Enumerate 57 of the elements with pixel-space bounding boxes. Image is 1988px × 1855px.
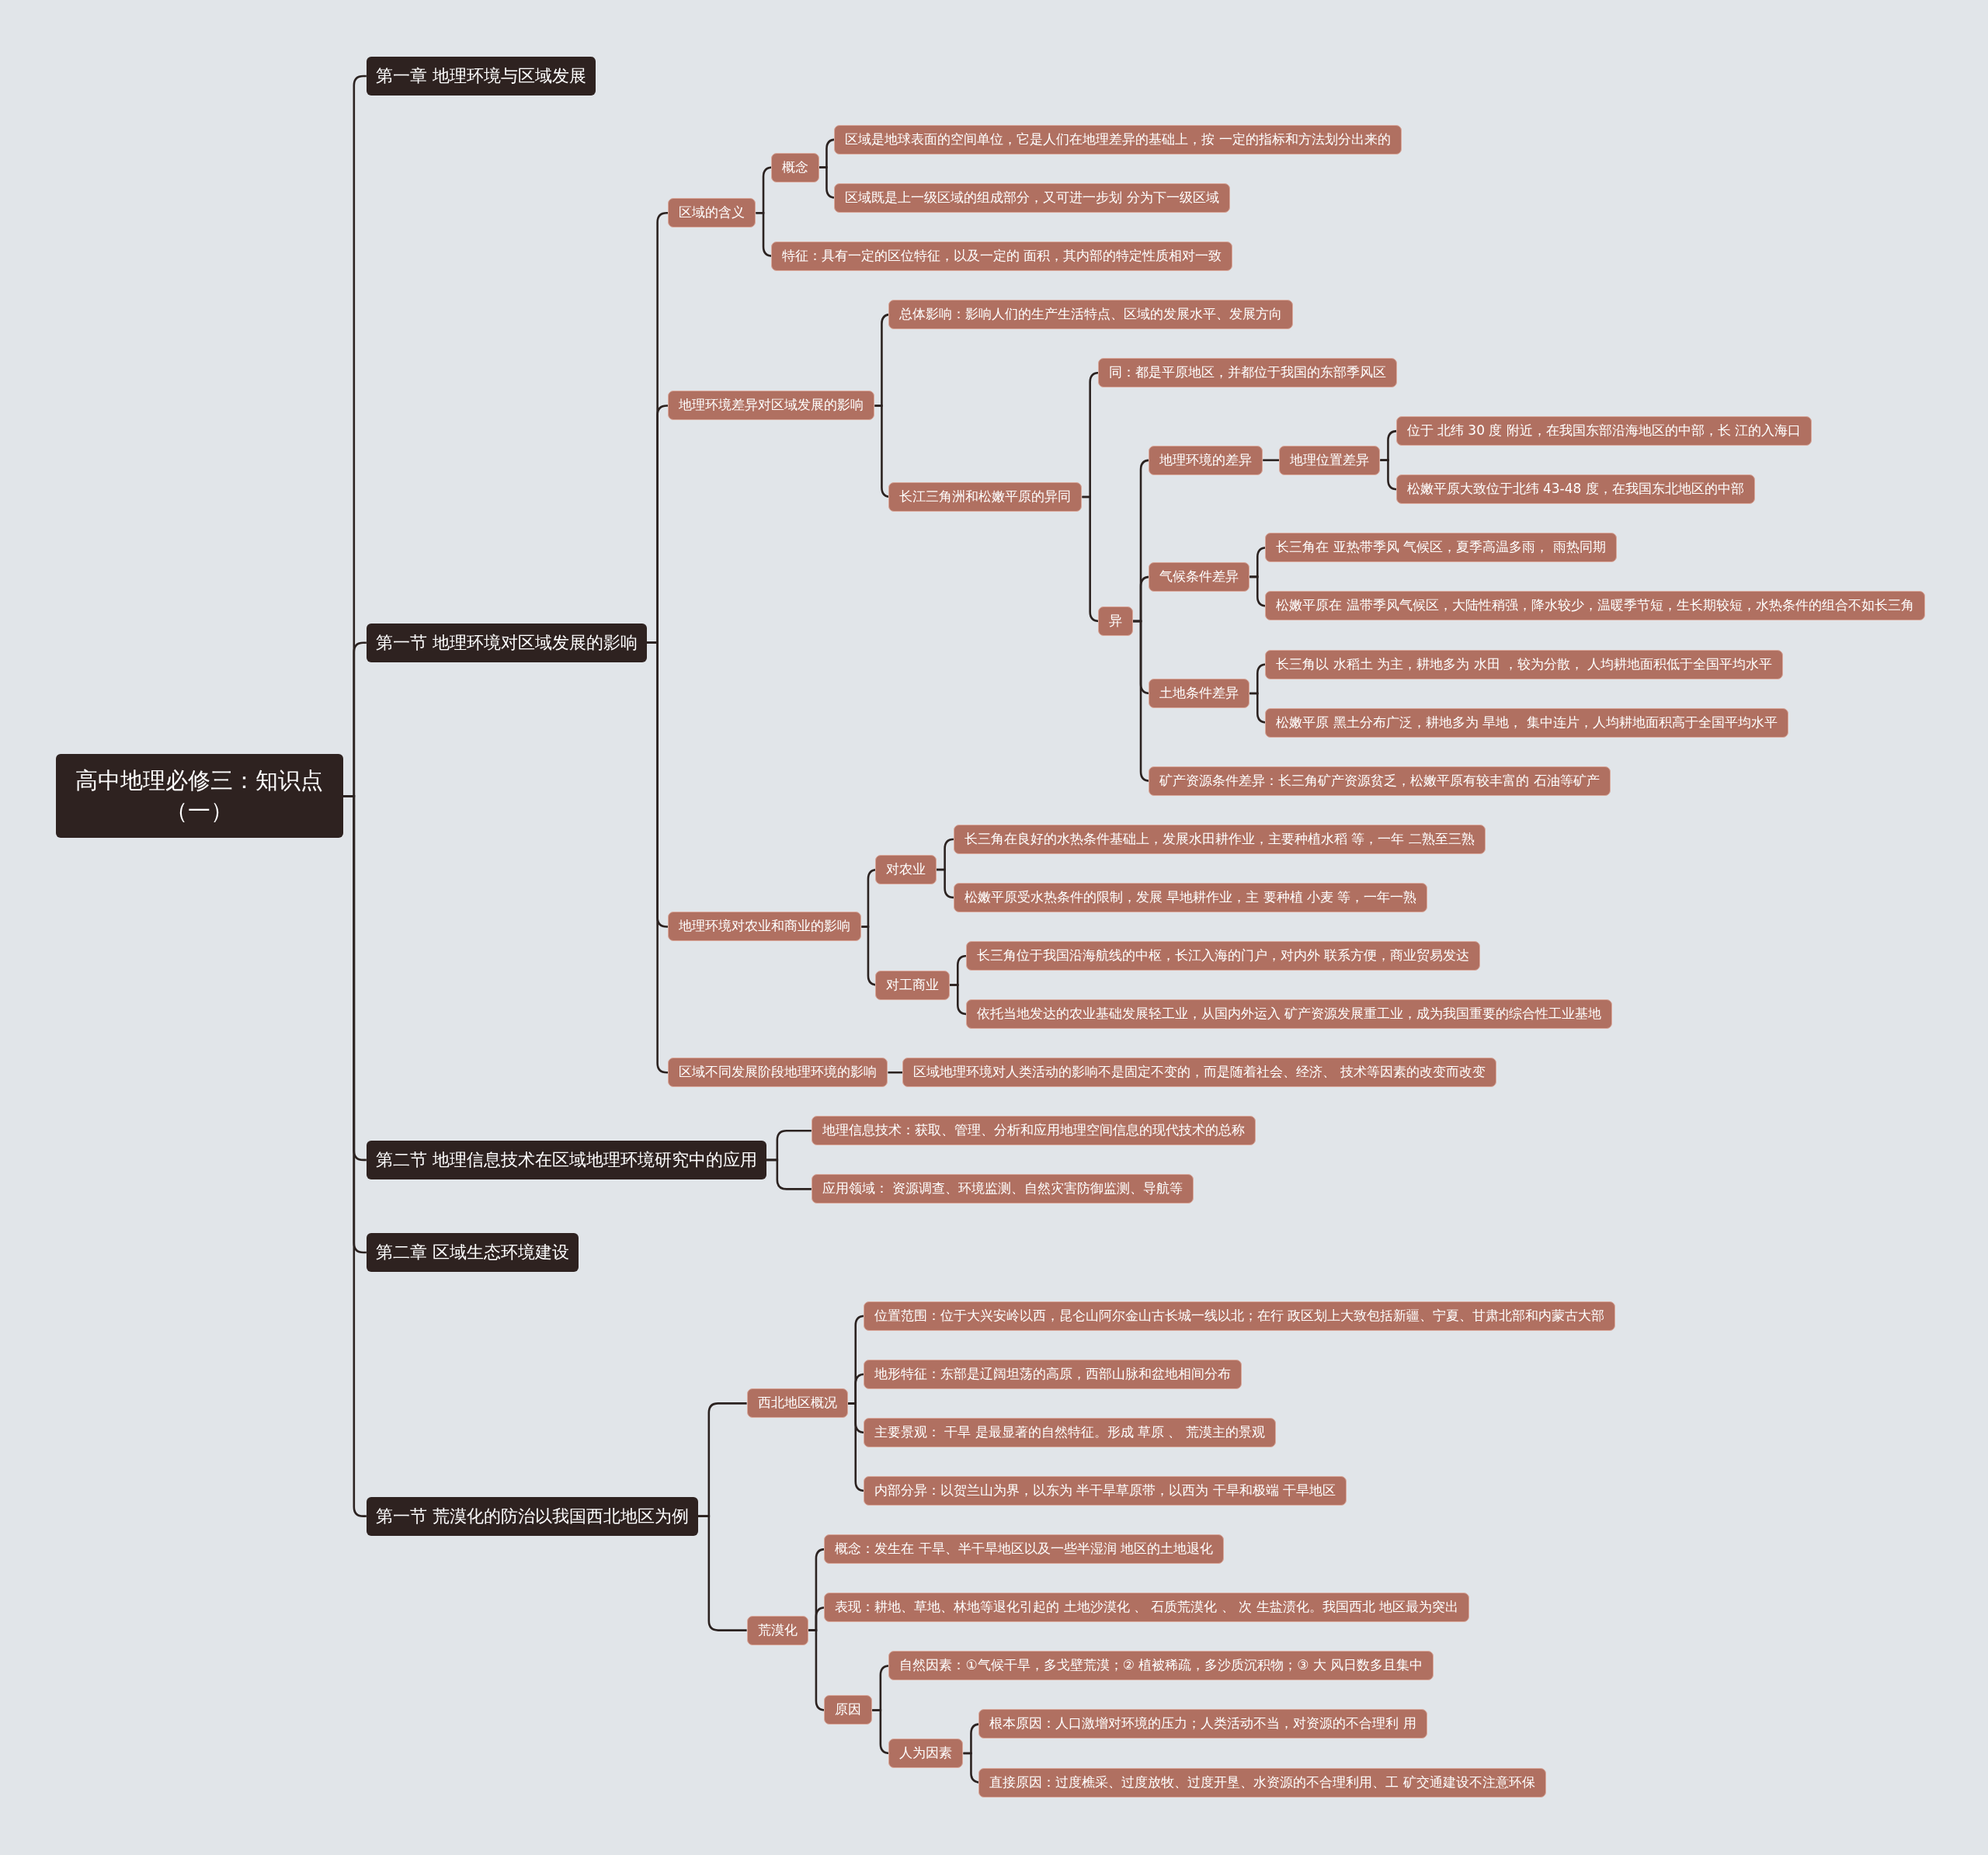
subtopic-box: 表现：耕地、草地、林地等退化引起的 土地沙漠化 、 石质荒漠化 、 次 生盐渍化。我国西北 地区最为突出 bbox=[824, 1593, 1470, 1623]
subtopic-box: 总体影响：影响人们的生产生活特点、区域的发展水平、发展方向 bbox=[888, 299, 1294, 329]
subtopic-box: 概念：发生在 干旱、半干旱地区以及一些半湿润 地区的土地退化 bbox=[824, 1534, 1225, 1565]
subtopic-box: 对工商业 bbox=[874, 970, 950, 1000]
topic-box: 第一章 地理环境与区域发展 bbox=[366, 56, 596, 96]
subtopic-box: 直接原因：过度樵采、过度放牧、过度开垦、水资源的不合理利用、工 矿交通建设不注意环保 bbox=[978, 1767, 1546, 1798]
subtopic-box: 矿产资源条件差异：长三角矿产资源贫乏，松嫩平原有较丰富的 石油等矿产 bbox=[1149, 766, 1611, 796]
subtopic-box: 松嫩平原 黑土分布广泛，耕地多为 旱地， 集中连片，人均耕地面积高于全国平均水平 bbox=[1265, 707, 1788, 738]
root-topic-box: 高中地理必修三：知识点（一） bbox=[55, 754, 343, 839]
topic-box: 第一节 荒漠化的防治以我国西北地区为例 bbox=[366, 1496, 698, 1536]
topic-box: 第二节 地理信息技术在区域地理环境研究中的应用 bbox=[366, 1140, 766, 1179]
connector-line bbox=[936, 868, 955, 899]
subtopic-box: 土地条件差异 bbox=[1149, 679, 1250, 709]
subtopic-box: 特征：具有一定的区位特征，以及一定的 面积，其内部的特定性质相对一致 bbox=[770, 241, 1233, 271]
subtopic-box: 松嫩平原在 温带季风气候区，大陆性稍强，降水较少，温暖季节短，生长期较短，水热条件的组合不如长三角 bbox=[1265, 591, 1925, 621]
connector-line bbox=[697, 1515, 747, 1631]
subtopic-box: 地理信息技术：获取、管理、分析和应用地理空间信息的现代技术的总称 bbox=[811, 1116, 1256, 1146]
subtopic-box: 原因 bbox=[824, 1695, 873, 1725]
connector-line bbox=[646, 641, 669, 1074]
subtopic-box: 区域既是上一级区域的组成部分，又可进一步划 分为下一级区域 bbox=[834, 182, 1230, 213]
connector-line bbox=[1263, 459, 1280, 461]
subtopic-box: 对农业 bbox=[874, 855, 937, 884]
subtopic-box: 根本原因：人口激增对环境的压力；人类活动不当，对资源的不合理利 用 bbox=[978, 1709, 1427, 1739]
subtopic-box: 地理环境对农业和商业的影响 bbox=[668, 912, 862, 942]
subtopic-box: 内部分异：以贺兰山为界，以东为 半干旱草原带，以西为 干旱和极端 干旱地区 bbox=[863, 1476, 1347, 1506]
subtopic-box: 区域是地球表面的空间单位，它是人们在地理差异的基础上，按 一定的指标和方法划分出来的 bbox=[834, 124, 1402, 155]
subtopic-box: 人为因素 bbox=[888, 1738, 964, 1768]
subtopic-box: 长三角以 水稻土 为主，耕地多为 水田 ，较为分散， 人均耕地面积低于全国平均水平 bbox=[1265, 649, 1784, 679]
subtopic-box: 自然因素：①气候干旱，多戈壁荒漠；② 植被稀疏，多沙质沉积物；③ 大 风日数多且集中 bbox=[888, 1651, 1434, 1681]
subtopic-box: 地理位置差异 bbox=[1279, 445, 1381, 475]
topic-box: 第二章 区域生态环境建设 bbox=[366, 1233, 579, 1273]
subtopic-box: 应用领域： 资源调查、环境监测、自然灾害防御监测、导航等 bbox=[811, 1174, 1194, 1204]
connector-line bbox=[888, 1071, 903, 1074]
subtopic-box: 西北地区概况 bbox=[746, 1388, 848, 1419]
subtopic-box: 松嫩平原受水热条件的限制，发展 旱地耕作业，主 要种植 小麦 等，一年一熟 bbox=[953, 882, 1428, 912]
subtopic-box: 松嫩平原大致位于北纬 43-48 度，在我国东北地区的中部 bbox=[1395, 474, 1755, 505]
subtopic-box: 区域不同发展阶段地理环境的影响 bbox=[668, 1058, 888, 1088]
subtopic-box: 依托当地发达的农业基础发展轻工业，从国内外运入 矿产资源发展重工业，成为我国重要的综合性工业基地 bbox=[966, 999, 1613, 1030]
subtopic-box: 位置范围：位于大兴安岭以西，昆仑山阿尔金山古长城一线以北；在行 政区划上大致包括新疆、宁夏、甘肃北部和内蒙古大部 bbox=[863, 1301, 1616, 1331]
subtopic-box: 地理环境差异对区域发展的影响 bbox=[668, 391, 875, 421]
subtopic-box: 长三角在良好的水热条件基础上，发展水田耕作业，主要种植水稻 等，一年 二熟至三熟 bbox=[953, 824, 1486, 854]
subtopic-box: 荒漠化 bbox=[746, 1615, 808, 1645]
subtopic-box: 地理环境的差异 bbox=[1149, 445, 1263, 475]
subtopic-box: 异 bbox=[1097, 606, 1133, 636]
subtopic-box: 地形特征：东部是辽阔坦荡的高原，西部山脉和盆地相间分布 bbox=[863, 1359, 1242, 1389]
subtopic-box: 长三角在 亚热带季风 气候区，夏季高温多雨， 雨热同期 bbox=[1265, 533, 1617, 563]
subtopic-box: 主要景观： 干旱 是最显著的自然特征。形成 草原 、 荒漠主的景观 bbox=[863, 1417, 1276, 1447]
subtopic-box: 长三角位于我国沿海航线的中枢，长江入海的门户，对内外 联系方便，商业贸易发达 bbox=[966, 941, 1481, 971]
topic-box: 第一节 地理环境对区域发展的影响 bbox=[366, 623, 647, 662]
subtopic-box: 气候条件差异 bbox=[1149, 561, 1250, 592]
subtopic-box: 同：都是平原地区，并都位于我国的东部季风区 bbox=[1097, 358, 1397, 387]
subtopic-box: 长江三角洲和松嫩平原的异同 bbox=[888, 482, 1083, 512]
subtopic-box: 概念 bbox=[770, 152, 819, 182]
subtopic-box: 区域地理环境对人类活动的影响不是固定不变的，而是随着社会、经济、 技术等因素的改变而改变 bbox=[902, 1058, 1496, 1088]
subtopic-box: 位于 北纬 30 度 附近，在我国东部沿海地区的中部，长 江的入海口 bbox=[1395, 416, 1812, 446]
subtopic-box: 区域的含义 bbox=[668, 198, 756, 228]
connector-line bbox=[766, 1159, 812, 1190]
